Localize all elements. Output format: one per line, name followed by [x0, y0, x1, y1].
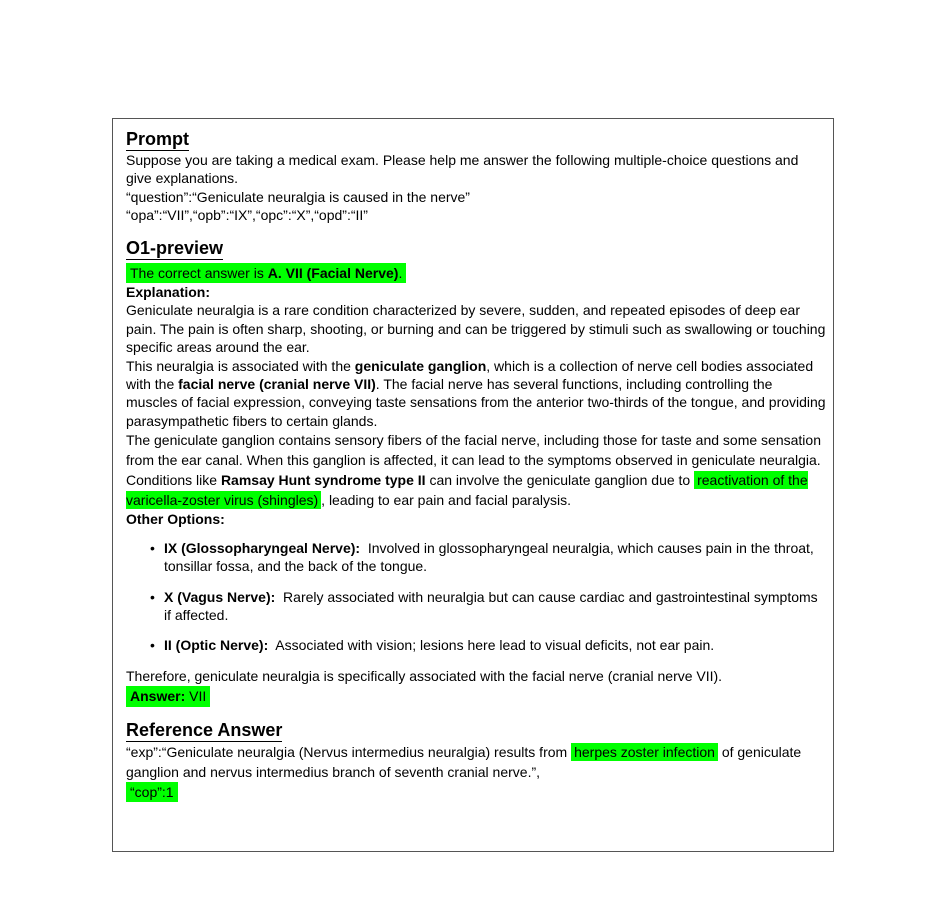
explanation-para-1: Geniculate neuralgia is a rare condition…: [126, 302, 826, 356]
explanation-para-3: The geniculate ganglion contains sensory…: [126, 432, 821, 510]
reference-cop: “cop”:1: [126, 781, 178, 802]
explanation-para-2: This neuralgia is associated with the ge…: [126, 357, 826, 429]
herpes-highlight: herpes zoster infection: [571, 742, 718, 761]
prompt-heading: Prompt: [126, 129, 189, 151]
answer-suffix: .: [398, 264, 403, 281]
list-item: IX (Glossopharyngeal Nerve): Involved in…: [150, 539, 826, 576]
other-options-list: IX (Glossopharyngeal Nerve): Involved in…: [126, 539, 826, 655]
list-item: X (Vagus Nerve): Rarely associated with …: [150, 588, 826, 625]
reference-heading: Reference Answer: [126, 719, 283, 742]
final-answer-label: Answer:: [130, 688, 186, 705]
answer-bold: A. VII (Facial Nerve): [267, 264, 399, 281]
o1-heading: O1-preview: [126, 237, 224, 260]
final-answer-value: VII: [189, 688, 207, 705]
content-frame: [112, 118, 834, 852]
prompt-options: “opa”:“VII”,“opb”:“IX”,“opc”:“X”,“opd”:“…: [126, 207, 368, 224]
correct-answer-highlight: The correct answer is A. VII (Facial Ner…: [126, 262, 407, 284]
explanation-label: Explanation:: [126, 284, 211, 301]
other-options-label: Other Options:: [126, 511, 225, 528]
document-body: Prompt Suppose you are taking a medical …: [126, 128, 826, 802]
list-item: II (Optic Nerve): Associated with vision…: [150, 636, 826, 655]
prompt-question: “question”:“Geniculate neuralgia is caus…: [126, 188, 470, 205]
prompt-instruction: Suppose you are taking a medical exam. P…: [126, 152, 799, 187]
final-answer-highlight: Answer: VII: [126, 686, 211, 707]
conclusion: Therefore, geniculate neuralgia is speci…: [126, 667, 723, 684]
reference-exp: “exp”:“Geniculate neuralgia (Nervus inte…: [126, 742, 802, 780]
answer-prefix: The correct answer is: [130, 264, 268, 281]
